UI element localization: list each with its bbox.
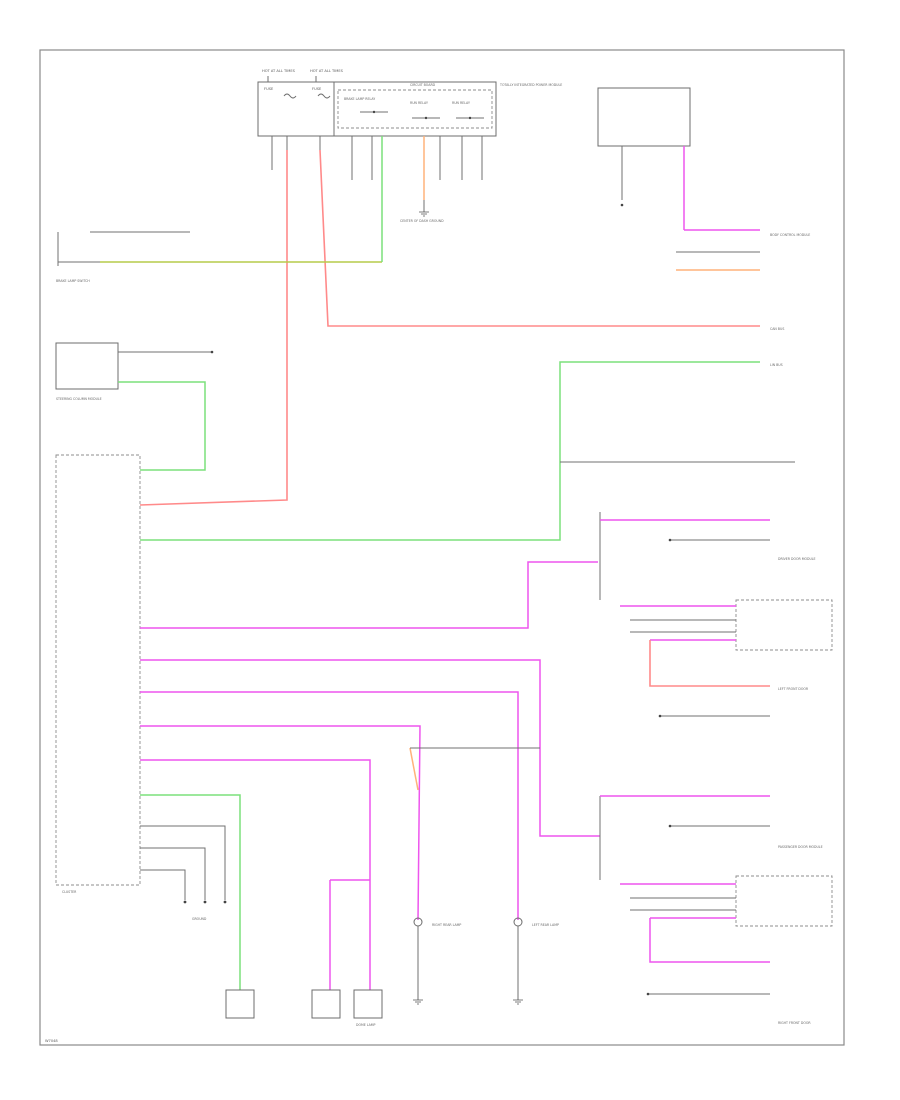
lin-bus-label: LIN BUS — [770, 363, 783, 367]
driver-door-label: DRIVER DOOR MODULE — [778, 557, 816, 561]
pink-wire-4 — [140, 725, 421, 921]
steering-column-module: STEERING COLUMN MODULE — [55, 342, 214, 401]
red-wire-driver — [649, 640, 770, 687]
driver-door-module: DRIVER DOOR MODULE LEFT FRONT DOOR — [599, 512, 833, 718]
rear-lamps: RIGHT REAR LAMP LEFT REAR LAMP — [413, 917, 559, 1005]
center-dash-ground-label: CENTER OF DASH GROUND — [400, 219, 444, 223]
hot-label-2: HOT AT ALL TIMES — [310, 69, 344, 73]
steering-module-label: STEERING COLUMN MODULE — [56, 397, 102, 401]
orange-wire-4 — [409, 747, 419, 791]
fuse-label-2: FUSE — [312, 87, 322, 91]
run-relay-label-2: RUN RELAY — [452, 101, 470, 105]
passenger-door-module: PASSENGER DOOR MODULE RIGHT FRONT DOOR — [599, 795, 833, 1025]
bcm-label: BODY CONTROL MODULE — [770, 233, 810, 237]
green-wire-ground — [140, 794, 241, 990]
page-code: W7048 — [45, 1039, 58, 1043]
circuit-board-label: CIRCUIT BOARD — [410, 83, 436, 87]
fuse-label-1: FUSE — [264, 87, 274, 91]
pink-wire-3 — [140, 691, 519, 920]
bottom-modules: DOME LAMP — [225, 989, 383, 1027]
cluster-box — [55, 454, 141, 886]
dome-lamp-label: DOME LAMP — [356, 1023, 376, 1027]
red-wire-right — [319, 149, 760, 327]
ground-label: GROUND — [192, 917, 207, 921]
brake-relay-label: BRAKE LAMP RELAY — [344, 97, 375, 101]
right-front-door-label: RIGHT FRONT DOOR — [778, 1021, 811, 1025]
green-wire-steering — [118, 381, 206, 471]
passenger-door-label: PASSENGER DOOR MODULE — [778, 845, 823, 849]
right-rear-lamp-label: RIGHT REAR LAMP — [432, 923, 461, 927]
diagram-frame — [39, 49, 845, 1046]
brake-switch-label: BRAKE LAMP SWITCH — [56, 279, 90, 283]
pink-wire-1 — [140, 561, 598, 629]
run-relay-label-1: RUN RELAY — [410, 101, 428, 105]
brake-lamp-switch: BRAKE LAMP SWITCH — [56, 231, 190, 283]
left-rear-lamp-label: LEFT REAR LAMP — [532, 923, 559, 927]
top-right-module — [597, 87, 760, 271]
tipm-label: TOTALLY INTEGRATED POWER MODULE — [499, 83, 562, 87]
green-wire-long — [140, 361, 760, 541]
red-wire-main — [139, 150, 288, 506]
pink-wire-5 — [140, 759, 371, 990]
can-bus-label: CAN BUS — [770, 327, 784, 331]
left-front-door-label: LEFT FRONT DOOR — [778, 687, 809, 691]
cluster-label: CLUSTER — [62, 890, 77, 894]
power-module: HOT AT ALL TIMES HOT AT ALL TIMES FUSE F… — [257, 69, 562, 137]
hot-label-1: HOT AT ALL TIMES — [262, 69, 296, 73]
